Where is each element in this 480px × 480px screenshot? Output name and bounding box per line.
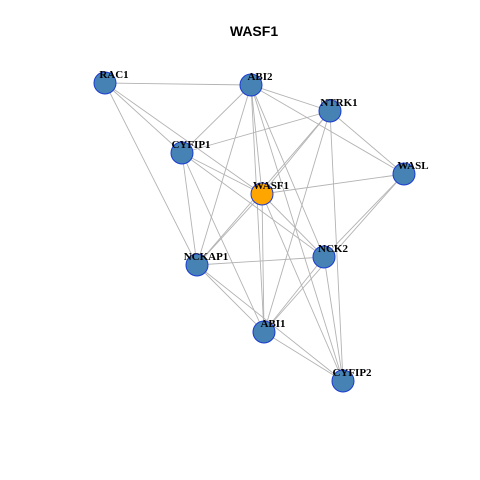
node-layer: [93, 71, 416, 393]
node-cyfip1[interactable]: [170, 141, 194, 165]
edge-rac1-wasf1: [104, 82, 263, 195]
edge-nck2-abi1: [263, 256, 325, 333]
node-abi1[interactable]: [252, 320, 276, 344]
node-nck2[interactable]: [312, 245, 336, 269]
node-wasf1[interactable]: [250, 182, 274, 206]
edge-cyfip1-abi1: [181, 152, 265, 333]
edge-wasf1-abi1: [261, 193, 265, 333]
edge-abi2-cyfip2: [250, 84, 344, 382]
edge-nck2-nckap1: [196, 256, 325, 266]
edge-abi2-wasl: [250, 84, 405, 175]
edge-wasl-nck2: [323, 173, 405, 258]
graph-title: WASF1: [230, 23, 278, 39]
node-rac1[interactable]: [93, 71, 117, 95]
edge-layer: [104, 82, 405, 382]
node-nckap1[interactable]: [185, 253, 209, 277]
edge-rac1-cyfip1: [104, 82, 183, 154]
node-label-ntrk1: NTRK1: [320, 97, 357, 109]
edge-abi2-nck2: [250, 84, 325, 258]
edge-rac1-abi2: [104, 82, 252, 86]
node-label-nckap1: NCKAP1: [184, 251, 229, 263]
edge-abi2-ntrk1: [250, 84, 331, 112]
edge-ntrk1-cyfip2: [329, 110, 344, 382]
node-label-rac1: RAC1: [99, 69, 128, 81]
edge-nck2-cyfip2: [323, 256, 344, 382]
edge-wasf1-nck2: [261, 193, 325, 258]
edge-abi2-wasf1: [250, 84, 263, 195]
edge-wasf1-nckap1: [196, 193, 263, 266]
node-label-wasl: WASL: [397, 160, 428, 172]
node-label-wasf1: WASF1: [253, 180, 289, 192]
node-ntrk1[interactable]: [318, 99, 342, 123]
edge-cyfip1-nck2: [181, 152, 325, 258]
node-abi2[interactable]: [239, 73, 263, 97]
node-label-nck2: NCK2: [318, 243, 348, 255]
edge-cyfip1-nckap1: [181, 152, 198, 266]
edge-ntrk1-wasl: [329, 110, 405, 175]
node-label-abi2: ABI2: [247, 71, 273, 83]
edge-abi2-cyfip1: [181, 84, 252, 154]
edge-ntrk1-cyfip1: [181, 110, 331, 154]
edge-ntrk1-abi1: [263, 110, 331, 333]
node-label-cyfip2: CYFIP2: [332, 367, 372, 379]
edge-ntrk1-wasf1: [261, 110, 331, 195]
node-cyfip2[interactable]: [331, 369, 355, 393]
node-label-cyfip1: CYFIP1: [171, 139, 210, 151]
edge-rac1-nckap1: [104, 82, 198, 266]
node-label-abi1: ABI1: [260, 318, 285, 330]
edge-wasf1-wasl: [261, 173, 405, 195]
edge-abi1-cyfip2: [263, 331, 344, 382]
node-wasl[interactable]: [392, 162, 416, 186]
edge-wasf1-cyfip2: [261, 193, 344, 382]
edge-cyfip1-wasf1: [181, 152, 263, 195]
edge-nckap1-abi1: [196, 264, 265, 333]
